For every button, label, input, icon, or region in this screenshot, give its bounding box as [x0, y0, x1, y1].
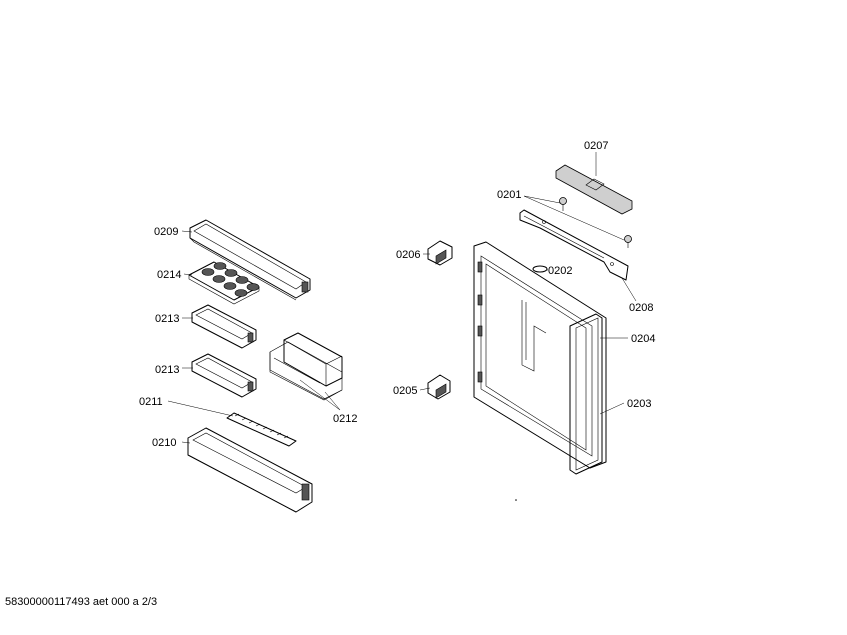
label-0211: 0211	[139, 396, 163, 408]
bracket-0208	[519, 209, 629, 281]
handle-cover-0207	[555, 164, 633, 215]
leader-lines-right	[419, 152, 637, 415]
label-0210: 0210	[152, 437, 176, 449]
hinge-0206	[427, 240, 453, 266]
shelf-0209	[189, 219, 311, 301]
label-0214: 0214	[157, 269, 181, 281]
leader-lines-left	[167, 230, 341, 444]
label-0207: 0207	[584, 140, 608, 152]
label-0206: 0206	[396, 249, 420, 261]
bottle-shelf-0210	[187, 427, 313, 513]
egg-tray-0214	[188, 261, 260, 305]
box-0212	[269, 332, 343, 401]
label-0213-lower: 0213	[155, 364, 179, 376]
label-0204: 0204	[631, 333, 655, 345]
plug-0202	[532, 265, 548, 273]
door-seal-0204	[569, 313, 603, 475]
grille-0211	[226, 412, 297, 447]
label-0203: 0203	[627, 398, 651, 410]
door-panel	[473, 241, 607, 469]
small-shelf-0213-lower	[191, 353, 257, 398]
speck	[515, 499, 517, 501]
label-0213-upper: 0213	[155, 313, 179, 325]
label-0205: 0205	[393, 385, 417, 397]
label-0201: 0201	[497, 189, 521, 201]
small-shelf-0213-upper	[191, 304, 257, 349]
document-footer-id: 58300000117493 aet 000 a 2/3	[5, 596, 158, 608]
label-0209: 0209	[154, 226, 178, 238]
label-0208: 0208	[629, 302, 653, 314]
hinge-0205	[427, 374, 451, 400]
label-0212: 0212	[333, 413, 357, 425]
screws-0201	[559, 197, 632, 248]
label-0202: 0202	[548, 265, 572, 277]
